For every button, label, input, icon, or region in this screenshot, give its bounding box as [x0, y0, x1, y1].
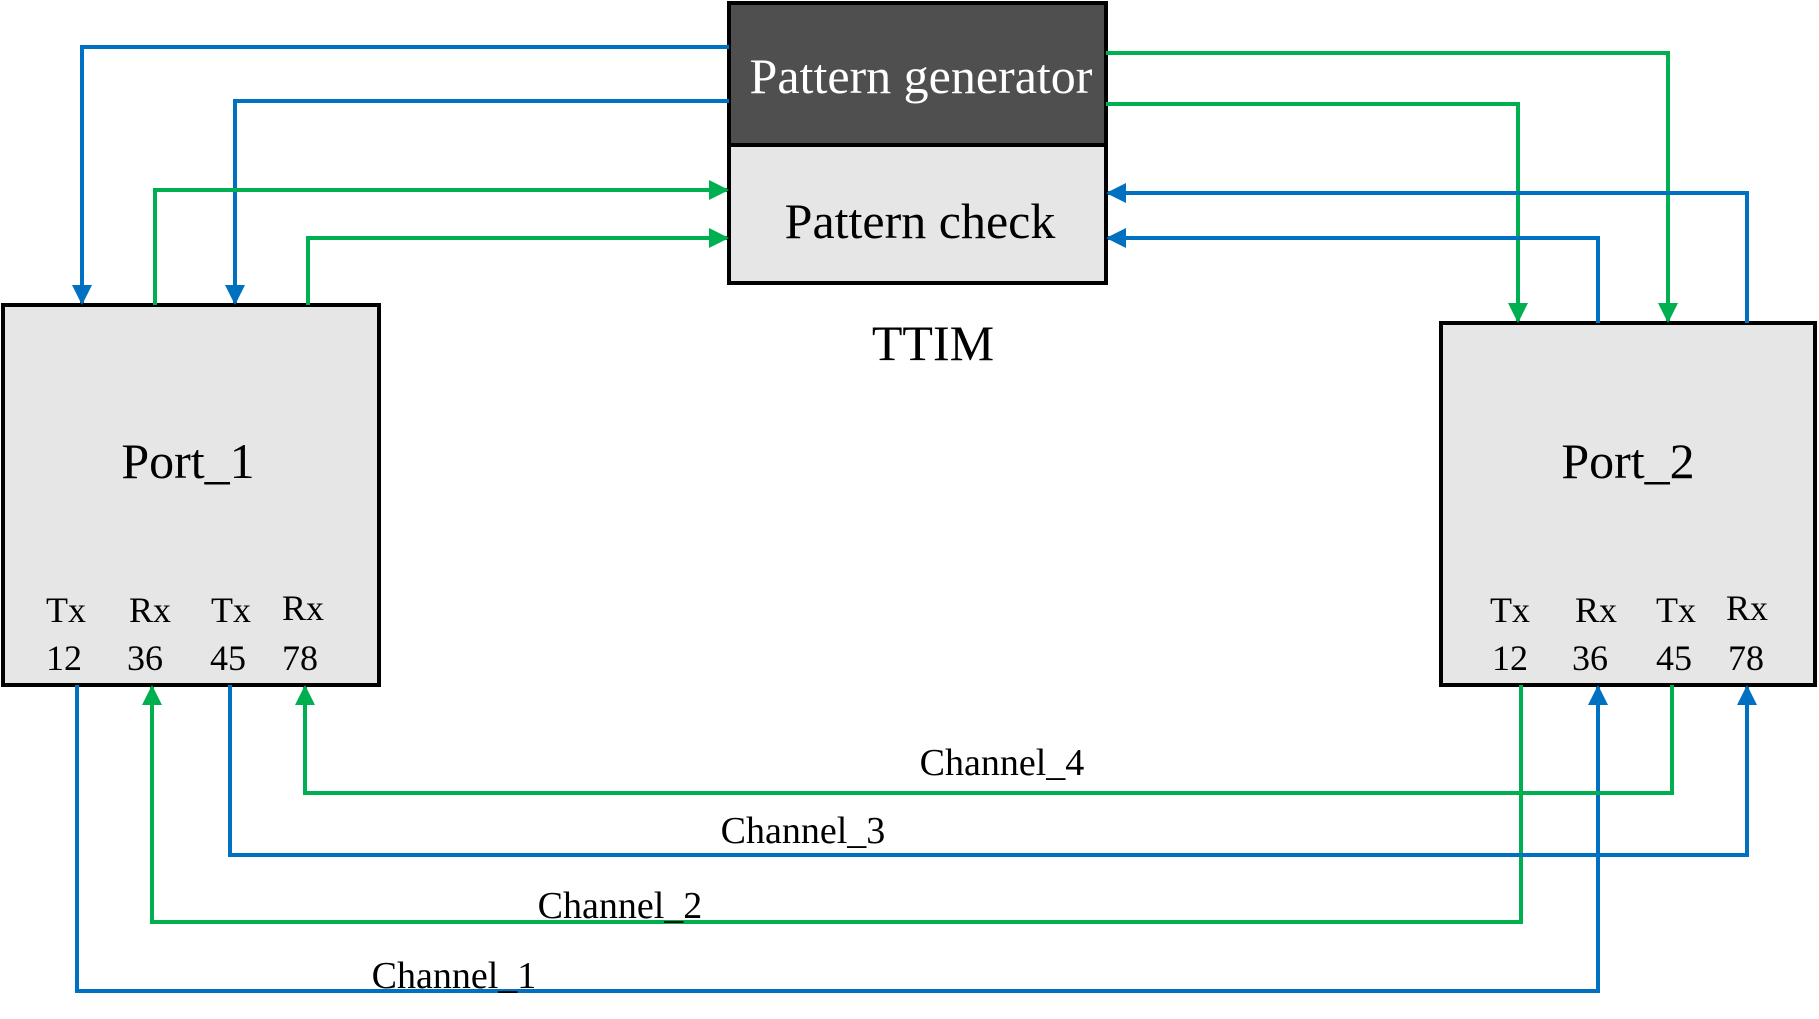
- pattern-generator-box: [727, 1, 1108, 147]
- port2-pin-num: 12: [1492, 638, 1528, 678]
- channel-label: Channel_4: [920, 742, 1085, 784]
- port1-pin-dir: Rx: [282, 588, 324, 628]
- pattern-generator-label: Pattern generator: [750, 48, 1093, 104]
- port2-pin-dir: Tx: [1656, 590, 1696, 630]
- wire-port2-to-check-b: [1106, 228, 1600, 323]
- wire-port2-to-check-a: [1106, 183, 1749, 323]
- pattern-check-box: [727, 143, 1108, 285]
- ttim-title: TTIM: [872, 315, 994, 371]
- port2-pin-dir: Tx: [1490, 590, 1530, 630]
- wire-gen-to-port2-a: [1106, 51, 1678, 323]
- port-2-box: [1439, 321, 1817, 687]
- port1-pin-num: 12: [46, 638, 82, 678]
- port1-pin-num: 36: [127, 638, 163, 678]
- wire-port1-to-check-a: [153, 180, 729, 305]
- port-1-label: Port_1: [121, 433, 254, 489]
- port1-pin-dir: Tx: [46, 590, 86, 630]
- wire-gen-to-port1-a: [72, 45, 729, 305]
- channel-3-wire: [228, 685, 1757, 857]
- port2-pin-num: 78: [1728, 638, 1764, 678]
- channel-1-wire: [75, 685, 1608, 993]
- channel-label: Channel_3: [721, 810, 886, 852]
- wire-gen-to-port2-b: [1106, 102, 1528, 323]
- channel-4-wire: [295, 685, 1674, 795]
- channel-label: Channel_2: [538, 885, 703, 927]
- port-1-box: [1, 303, 381, 687]
- wire-port1-to-check-b: [306, 228, 729, 305]
- wire-gen-to-port1-b: [225, 99, 729, 305]
- port2-pin-num: 45: [1656, 638, 1692, 678]
- port2-pin-dir: Rx: [1726, 588, 1768, 628]
- port1-pin-dir: Rx: [129, 590, 171, 630]
- port1-pin-num: 78: [282, 638, 318, 678]
- port2-pin-num: 36: [1572, 638, 1608, 678]
- channel-2-wire: [142, 685, 1523, 924]
- port1-pin-num: 45: [210, 638, 246, 678]
- port-2-label: Port_2: [1561, 433, 1694, 489]
- pattern-check-label: Pattern check: [785, 193, 1056, 249]
- channel-label: Channel_1: [372, 955, 537, 997]
- port1-pin-dir: Tx: [211, 590, 251, 630]
- port2-pin-dir: Rx: [1575, 590, 1617, 630]
